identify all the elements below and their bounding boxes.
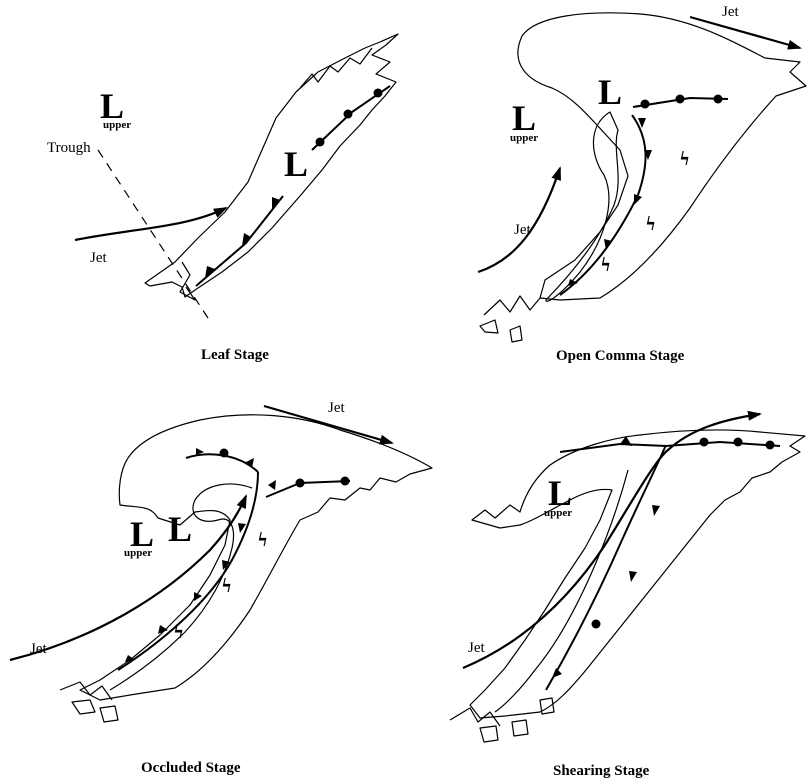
- warm-front-dot: [316, 138, 325, 147]
- occluded-jet-stream: [10, 496, 246, 660]
- lightning-icon: ϟ: [680, 148, 689, 170]
- warm-front-dot: [344, 110, 353, 119]
- leaf-cloud-tufts: [180, 48, 372, 300]
- trough-label: Trough: [47, 140, 91, 156]
- panel-open-comma-stage: L L upper Jet Jet ϟ ϟ ϟ Open Comma Stage: [478, 4, 806, 364]
- jet-top-label: Jet: [328, 400, 345, 416]
- lightning-icon: ϟ: [601, 254, 610, 276]
- caption-occluded-stage: Occluded Stage: [141, 760, 241, 776]
- comma-cloud-outline: [518, 13, 806, 300]
- leaf-cloud-outline: [145, 34, 398, 297]
- warm-front-dot: [734, 438, 743, 447]
- jet-label: Jet: [90, 250, 107, 266]
- jet-label: Jet: [30, 641, 47, 657]
- cold-front-triangle: [272, 197, 280, 210]
- surface-low-label: L: [284, 144, 308, 184]
- jet-top-label: Jet: [722, 4, 739, 20]
- surface-low-label: L: [598, 72, 622, 112]
- leaf-jet-stream: [75, 208, 226, 240]
- cold-front-dot: [592, 620, 601, 629]
- panel-occluded-stage: L L upper Jet Jet ϟ ϟ ϟ Occluded Stage: [10, 400, 432, 776]
- upper-low-subscript: upper: [103, 119, 131, 131]
- cold-front-triangle: [652, 505, 660, 516]
- warm-front-dot: [296, 479, 305, 488]
- caption-leaf-stage: Leaf Stage: [201, 347, 269, 363]
- warm-front-dot: [714, 95, 723, 104]
- lightning-icon: ϟ: [258, 529, 267, 551]
- comma-jet-top: [690, 17, 800, 48]
- cold-front-triangle: [629, 571, 637, 582]
- lightning-icon: ϟ: [646, 213, 655, 235]
- caption-open-comma-stage: Open Comma Stage: [556, 348, 685, 364]
- jet-label: Jet: [514, 222, 531, 238]
- warm-front-dot: [700, 438, 709, 447]
- shearing-tail-fragments: [450, 698, 554, 742]
- lightning-icon: ϟ: [174, 621, 183, 643]
- panel-leaf-stage: L L upper Trough Jet Leaf Stage: [47, 34, 398, 363]
- warm-front-dot: [374, 89, 383, 98]
- lightning-icon: ϟ: [222, 575, 231, 597]
- upper-low-subscript: upper: [544, 507, 572, 519]
- warm-front-triangle: [268, 480, 276, 490]
- occluded-warm-front: [266, 481, 350, 497]
- warm-front-dot: [341, 477, 350, 486]
- warm-front-dot: [641, 100, 650, 109]
- panel-shearing-stage: L upper Jet Shearing Stage: [450, 414, 805, 778]
- upper-low-subscript: upper: [124, 547, 152, 559]
- shearing-cloud-outline: [470, 430, 805, 718]
- comma-jet-stream: [478, 168, 560, 272]
- surface-low-label: L: [168, 509, 192, 549]
- jet-label: Jet: [468, 640, 485, 656]
- occlusion-dot: [220, 449, 229, 458]
- cold-front-triangle: [552, 668, 562, 678]
- cold-front-triangle: [634, 194, 642, 205]
- warm-front-dot: [676, 95, 685, 104]
- caption-shearing-stage: Shearing Stage: [553, 763, 650, 778]
- upper-low-subscript: upper: [510, 132, 538, 144]
- warm-front-dot: [766, 441, 775, 450]
- occluded-tail-fragments: [60, 682, 118, 722]
- shearing-jet-stream: [463, 414, 760, 668]
- comma-tail-fragments: [480, 296, 540, 342]
